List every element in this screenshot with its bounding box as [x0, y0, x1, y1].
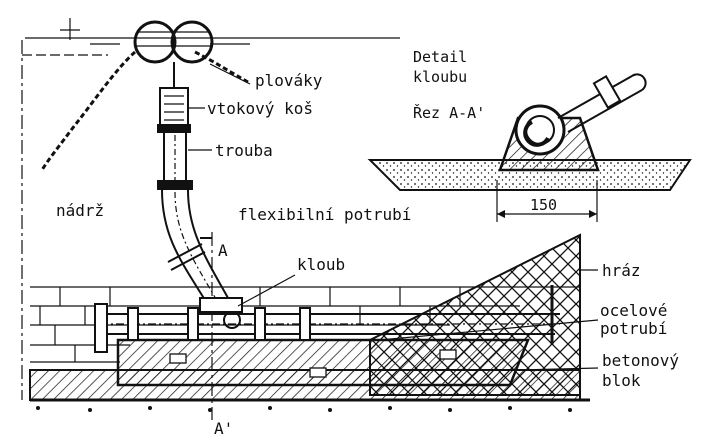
vertical-pipe: [157, 133, 193, 190]
label-concrete-block-2: blok: [602, 371, 641, 390]
label-steel-pipe-1: ocelové: [600, 301, 667, 320]
label-floats: plováky: [255, 71, 323, 90]
right-anchor-chain: [194, 50, 249, 84]
intake-strainer: [157, 62, 191, 133]
label-reservoir: nádrž: [56, 201, 104, 220]
pipe-joint: [199, 297, 243, 329]
label-concrete-block-1: betonový: [602, 351, 679, 370]
detail-title-1: Detail: [413, 48, 467, 66]
detail-dimension: 150: [530, 196, 557, 214]
label-flexible-pipe: flexibilní potrubí: [238, 205, 411, 224]
concrete-block: [116, 338, 530, 387]
leader-lines: [188, 63, 599, 371]
label-steel-pipe-2: potrubí: [600, 319, 667, 338]
ground-stones: [36, 406, 572, 412]
label-joint: kloub: [297, 255, 345, 274]
label-pipe: trouba: [215, 141, 273, 160]
detail-title-2: kloubu: [413, 68, 467, 86]
label-section-bottom: A': [214, 419, 233, 436]
left-anchor-chain: [40, 50, 137, 171]
joint-detail: [367, 73, 692, 222]
reservoir-outline: [21, 40, 108, 400]
label-intake-strainer: vtokový koš: [207, 99, 313, 118]
detail-section-title: Řez A-A': [413, 103, 485, 122]
steel-pipe: [94, 303, 560, 353]
label-section-top: A: [218, 241, 228, 260]
floats: [133, 20, 214, 64]
label-dam: hráz: [602, 261, 641, 280]
